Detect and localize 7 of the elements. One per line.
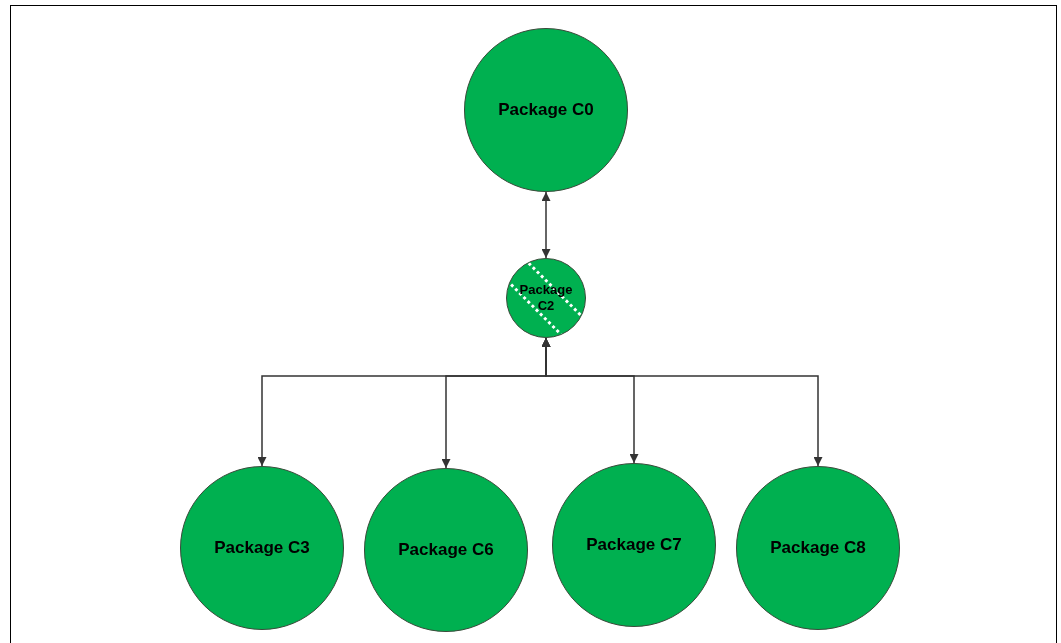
node-label: Package C0 — [498, 99, 594, 121]
node-label: Package C8 — [770, 537, 866, 559]
node-label: Package C3 — [214, 537, 310, 559]
double-arrow — [541, 337, 823, 467]
node-label: Package C7 — [586, 534, 682, 556]
node-label: Package C6 — [398, 539, 494, 561]
double-arrow — [541, 191, 551, 259]
